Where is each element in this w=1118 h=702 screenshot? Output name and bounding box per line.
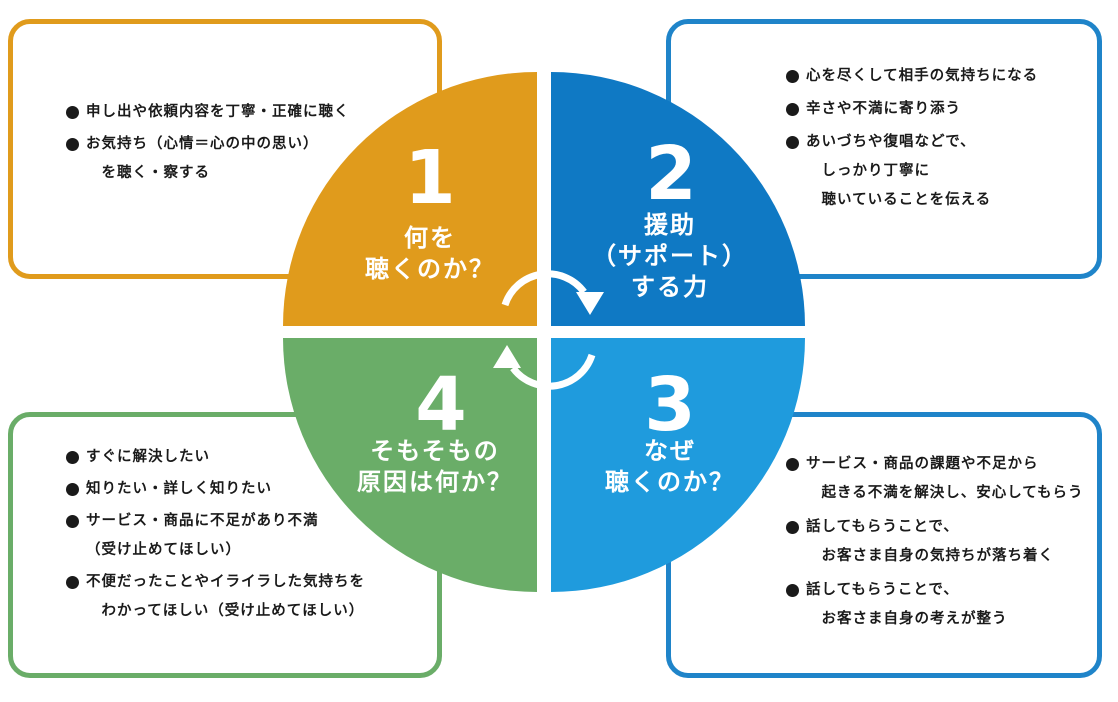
quadrant-3-number: 3 xyxy=(644,362,696,448)
box2-item: あいづちや復唱などで、 しっかり丁寧に 聴いていることを伝える xyxy=(786,128,1038,215)
quadrant-1-number: 1 xyxy=(404,135,456,221)
box1-item: お気持ち（心情＝心の中の思い） を聴く・察する xyxy=(66,130,350,188)
quadrant-2-label: 援助 （サポート） する力 xyxy=(592,211,748,301)
box4-item: 知りたい・詳しく知りたい xyxy=(66,475,365,504)
box2-list: 心を尽くして相手の気持ちになる 辛さや不満に寄り添う あいづちや復唱などで、 し… xyxy=(786,62,1038,219)
quadrant-4-label: そもそもの 原因は何か？ xyxy=(357,437,513,496)
box1-item: 申し出や依頼内容を丁寧・正確に聴く xyxy=(66,98,350,127)
quadrant-1-label: 何を 聴くのか？ xyxy=(365,224,495,283)
box2-item: 辛さや不満に寄り添う xyxy=(786,95,1038,124)
box3-list: サービス・商品の課題や不足から 起きる不満を解決し、安心してもらう 話してもらう… xyxy=(786,450,1084,639)
box4-list: すぐに解決したい 知りたい・詳しく知りたい サービス・商品に不足があり不満 （受… xyxy=(66,443,365,629)
box1-list: 申し出や依頼内容を丁寧・正確に聴く お気持ち（心情＝心の中の思い） を聴く・察す… xyxy=(66,98,350,191)
box4-item: 不便だったことやイライラした気持ちを わかってほしい（受け止めてほしい） xyxy=(66,568,365,626)
quadrant-4-number: 4 xyxy=(415,362,467,448)
quadrant-1 xyxy=(283,72,537,326)
quadrant-3-label: なぜ 聴くのか？ xyxy=(605,437,735,496)
quadrant-3 xyxy=(551,338,805,592)
box3-item: 話してもらうことで、 お客さま自身の気持ちが落ち着く xyxy=(786,513,1084,571)
box4-item: サービス・商品に不足があり不満 （受け止めてほしい） xyxy=(66,507,365,565)
quadrant-2 xyxy=(551,72,805,326)
box4-item: すぐに解決したい xyxy=(66,443,365,472)
quadrant-4 xyxy=(283,338,537,592)
cycle-arrows-icon xyxy=(501,270,596,390)
quadrant-2-number: 2 xyxy=(645,131,697,217)
arrowhead-icon xyxy=(493,292,604,368)
box3-item: 話してもらうことで、 お客さま自身の考えが整う xyxy=(786,576,1084,634)
box3-item: サービス・商品の課題や不足から 起きる不満を解決し、安心してもらう xyxy=(786,450,1084,508)
box2-item: 心を尽くして相手の気持ちになる xyxy=(786,62,1038,91)
